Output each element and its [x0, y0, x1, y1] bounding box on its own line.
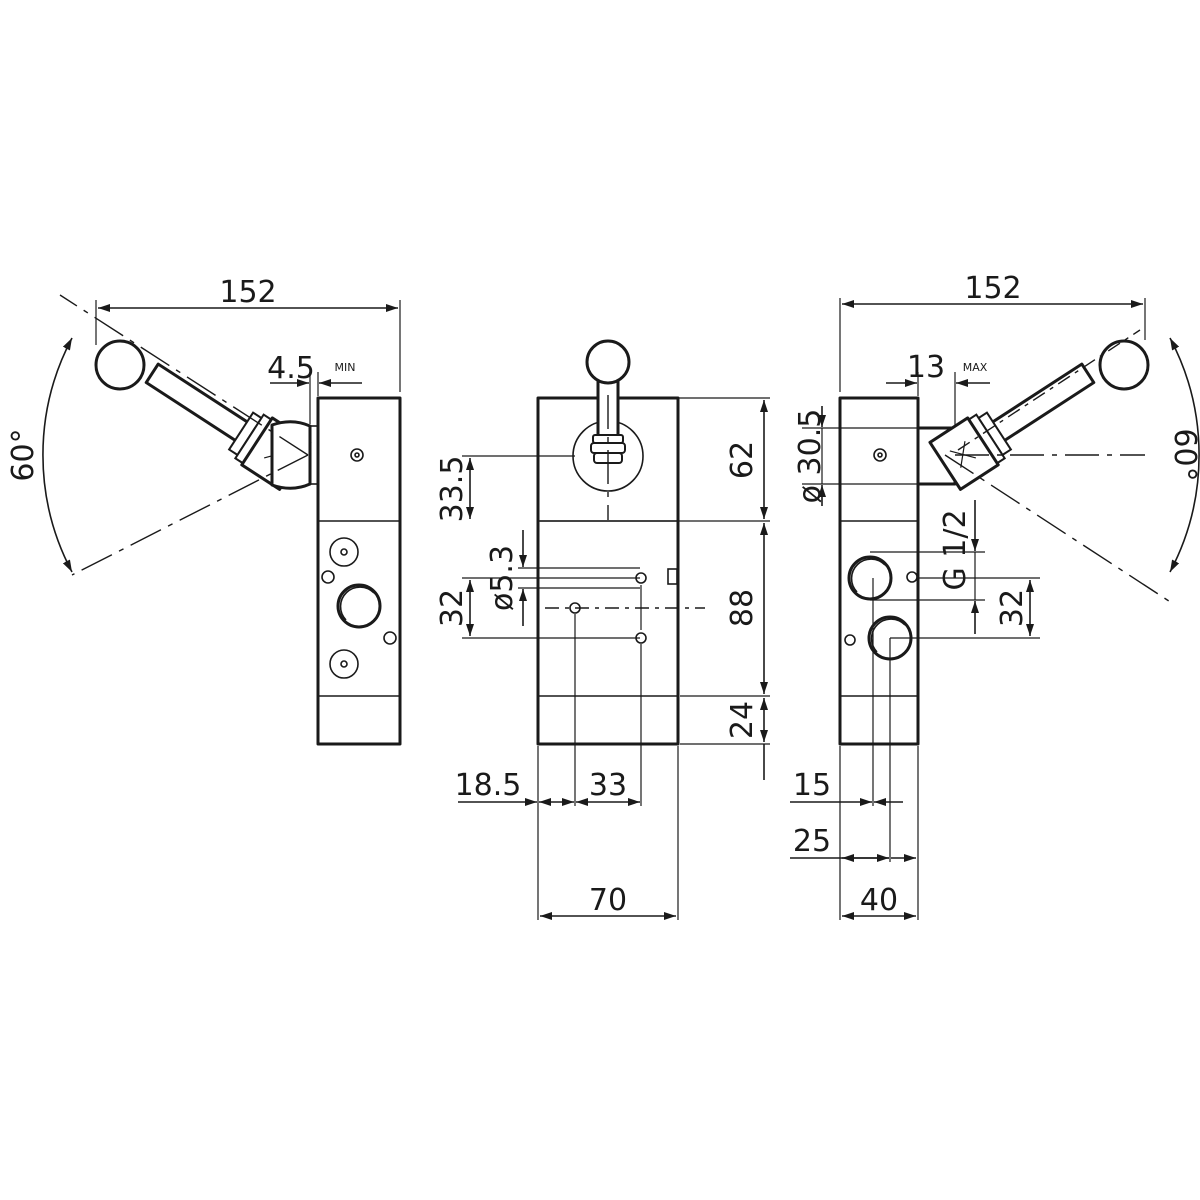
left-angle-label: 60° — [6, 428, 41, 481]
right-port-upper — [847, 555, 893, 601]
left-gap-note: MIN — [335, 361, 356, 374]
front-h-mid-label: 88 — [725, 589, 760, 627]
left-side-view: 60° 152 4.5 MIN — [6, 275, 402, 746]
right-angle-label: 60° — [1167, 428, 1200, 481]
right-valve-body — [838, 396, 920, 746]
front-h-top-label: 62 — [725, 441, 760, 479]
right-off-a-label: 15 — [793, 768, 831, 803]
left-gap-label: 4.5 — [267, 351, 315, 386]
front-lever-ball — [585, 339, 631, 385]
right-side-view: 60° 152 13 MAX ø 30.5 G 1/2 32 — [790, 271, 1200, 920]
front-hole-pitch-label: 32 — [435, 589, 470, 627]
right-dia-label: ø 30.5 — [793, 409, 828, 504]
left-angle-arc — [42, 337, 73, 573]
left-valve-body — [316, 396, 402, 746]
left-lever-ball — [94, 339, 146, 391]
right-thread-label: G 1/2 — [938, 509, 973, 590]
right-gap-note: MAX — [963, 361, 988, 374]
front-off-x-label: 18.5 — [455, 768, 522, 803]
right-port-pitch-label: 32 — [995, 589, 1030, 627]
front-width-label: 70 — [589, 883, 627, 918]
front-h-bottom-label: 24 — [725, 701, 760, 739]
front-view: 62 88 24 33.5 32 ø5.3 18.5 33 70 — [435, 339, 770, 920]
left-port-lower — [329, 649, 359, 679]
right-gap-label: 13 — [907, 350, 945, 385]
right-off-b-label: 25 — [793, 824, 831, 859]
right-angle-arc — [1169, 337, 1200, 573]
front-h-lever-label: 33.5 — [435, 456, 470, 523]
front-pitch-x-label: 33 — [589, 768, 627, 803]
left-port-upper — [329, 537, 359, 567]
right-lever-ball — [1098, 339, 1150, 391]
right-width-label: 152 — [964, 271, 1021, 306]
left-width-label: 152 — [219, 275, 276, 310]
right-width-small-label: 40 — [860, 883, 898, 918]
right-lever — [928, 362, 1096, 491]
front-hole-dia-label: ø5.3 — [485, 545, 520, 611]
left-port-main — [336, 583, 382, 629]
